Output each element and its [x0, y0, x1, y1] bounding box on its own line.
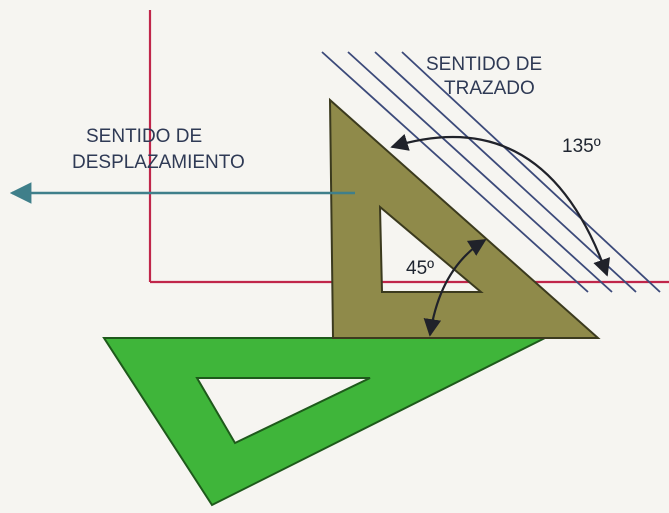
angle-45-label: 45º [406, 258, 434, 279]
sentido-desplazamiento-label-line1: SENTIDO DE [86, 126, 202, 147]
angle-45-arc [423, 239, 487, 337]
angle-135-label: 135º [562, 136, 601, 157]
angle-135-arc [390, 133, 610, 277]
sentido-trazado-label-line2: TRAZADO [444, 78, 535, 99]
sentido-trazado-label-line1: SENTIDO DE [426, 54, 542, 75]
sentido-desplazamiento-label-line2: DESPLAZAMIENTO [72, 152, 245, 173]
set-square-30-60 [102, 337, 546, 507]
